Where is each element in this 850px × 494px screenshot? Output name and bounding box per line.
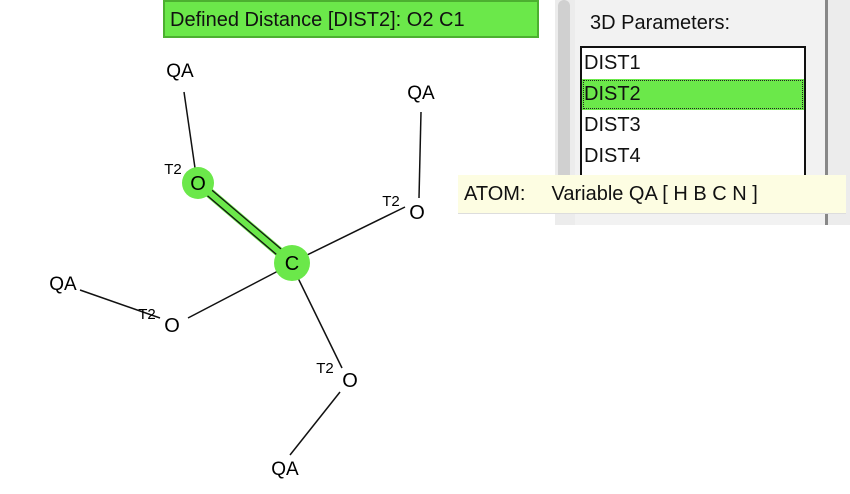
atom-tag: T2 — [164, 161, 182, 178]
atom-o[interactable]: O — [342, 370, 358, 392]
status-message: Defined Distance [DIST2]: O2 C1 — [163, 0, 539, 38]
bond[interactable] — [418, 111, 422, 199]
atom-qa[interactable]: QA — [49, 274, 77, 295]
atom-highlight — [182, 167, 214, 199]
parameters-list[interactable]: DIST1 DIST2 DIST3 DIST4 — [580, 46, 806, 188]
atom-o[interactable]: O — [409, 202, 425, 224]
highlighted-bond[interactable] — [194, 179, 296, 267]
list-item-dist2[interactable]: DIST2 — [582, 79, 804, 110]
atom-qa[interactable]: QA — [166, 61, 194, 82]
atom-o[interactable]: O — [190, 173, 206, 195]
bond[interactable] — [304, 206, 406, 257]
atom-qa[interactable]: QA — [271, 459, 299, 480]
atom-highlight — [274, 245, 310, 281]
atom-tag: T2 — [382, 193, 400, 210]
double-bond-line — [199, 179, 295, 261]
bond[interactable] — [289, 391, 341, 456]
scrollbar[interactable] — [558, 0, 570, 180]
atom-tooltip: ATOM: Variable QA [ H B C N ] — [458, 175, 846, 214]
bond[interactable] — [183, 91, 196, 169]
atom-o[interactable]: O — [164, 315, 180, 337]
atom-qa[interactable]: QA — [407, 83, 435, 104]
tooltip-value: Variable QA [ H B C N ] — [551, 183, 758, 205]
bond[interactable] — [187, 269, 281, 319]
tooltip-label: ATOM: — [464, 183, 526, 205]
atom-c[interactable]: C — [285, 253, 299, 275]
bond[interactable] — [297, 277, 343, 369]
atom-tag: T2 — [316, 360, 334, 377]
bonds — [79, 91, 422, 456]
list-item-dist1[interactable]: DIST1 — [584, 52, 641, 74]
list-item-dist4[interactable]: DIST4 — [584, 145, 641, 167]
bond[interactable] — [79, 289, 161, 319]
double-bond-line — [195, 185, 291, 267]
atom-tag: T2 — [138, 306, 156, 323]
list-item-dist3[interactable]: DIST3 — [584, 114, 641, 136]
parameters-title: 3D Parameters: — [590, 12, 731, 34]
